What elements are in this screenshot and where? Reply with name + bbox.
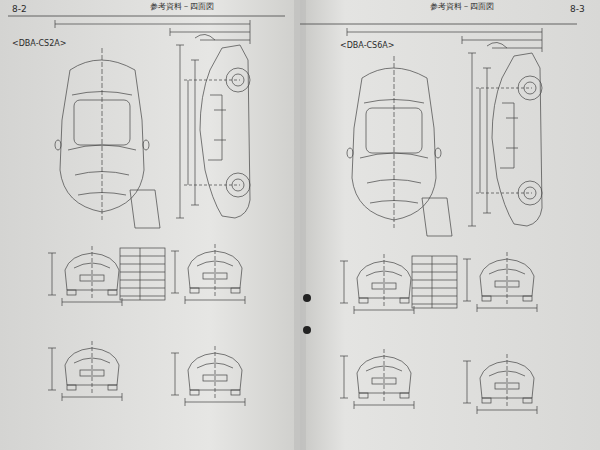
gutter-shadow <box>294 0 306 450</box>
right-drawings <box>300 24 577 414</box>
binder-hole <box>303 294 311 302</box>
page-header: 参考資料－四面図 <box>150 3 214 12</box>
left-drawings <box>8 16 285 406</box>
model-code: <DBA-CS2A> <box>12 40 66 49</box>
page-number: 8-2 <box>12 5 27 15</box>
page-number: 8-3 <box>570 5 585 15</box>
model-code: <DBA-CS6A> <box>340 42 394 51</box>
left-page <box>0 0 300 450</box>
binder-hole <box>303 326 311 334</box>
right-page <box>300 0 600 450</box>
page-header: 参考資料－四面図 <box>430 3 494 12</box>
